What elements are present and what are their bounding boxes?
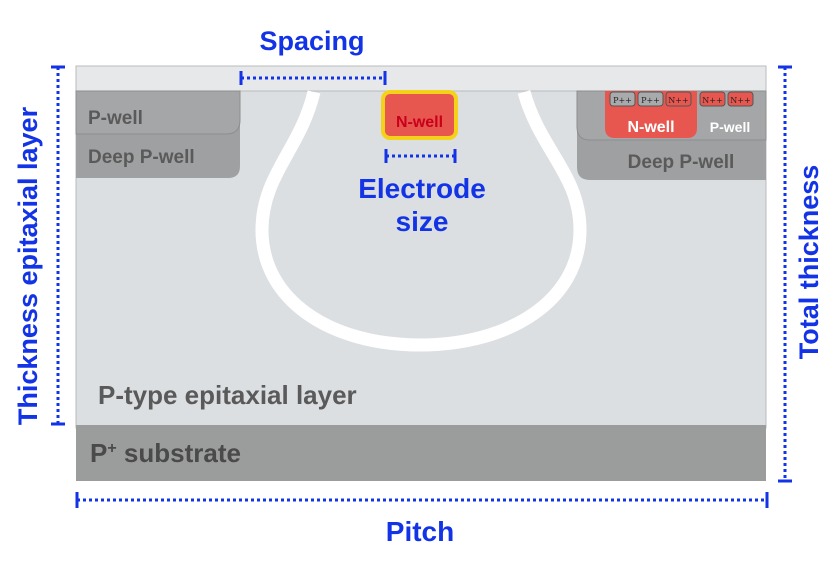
- p-plus-plus-implant-2: [637, 91, 664, 107]
- substrate-label-sup: +: [107, 440, 116, 457]
- implant-label-p-1: P++: [613, 96, 632, 105]
- spacing-label: Spacing: [259, 26, 364, 56]
- implant-label-n-2: N++: [702, 96, 722, 105]
- deep-p-well-right-label: Deep P-well: [628, 152, 735, 173]
- p-well-left: [75, 90, 241, 135]
- thickness-epi-label: Thickness epitaxial layer: [13, 106, 43, 425]
- electrode-size-label-line2: size: [396, 206, 449, 237]
- deep-p-well-left-label: Deep P-well: [88, 147, 195, 168]
- n-well-right-label: N-well: [627, 119, 674, 136]
- substrate-label-rest: substrate: [117, 438, 241, 468]
- substrate-layer: [76, 425, 766, 481]
- electrode-size-label-line1: Electrode: [358, 173, 486, 204]
- implant-label-n-3: N++: [730, 96, 750, 105]
- p-well-right-label: P-well: [710, 119, 750, 135]
- n-plus-plus-implant-1: [665, 91, 692, 107]
- p-plus-plus-implant-1: [609, 91, 636, 107]
- implant-label-p-2: P++: [641, 96, 660, 105]
- implant-label-n-1: N++: [668, 96, 688, 105]
- depletion-region: [255, 90, 587, 352]
- p-well-left-label: P-well: [88, 108, 143, 129]
- pitch-label: Pitch: [386, 516, 454, 547]
- total-thickness-label: Total thickness: [794, 165, 824, 360]
- substrate-label: P+ substrate: [90, 438, 241, 468]
- n-plus-plus-implant-3: [727, 91, 754, 107]
- epitaxial-layer-label: P-type epitaxial layer: [98, 380, 357, 410]
- n-plus-plus-implant-2: [699, 91, 726, 107]
- substrate-label-p: P: [90, 438, 107, 468]
- n-well-center: [381, 90, 458, 140]
- surface-layer: [75, 65, 767, 92]
- n-well-center-label: N-well: [396, 114, 443, 131]
